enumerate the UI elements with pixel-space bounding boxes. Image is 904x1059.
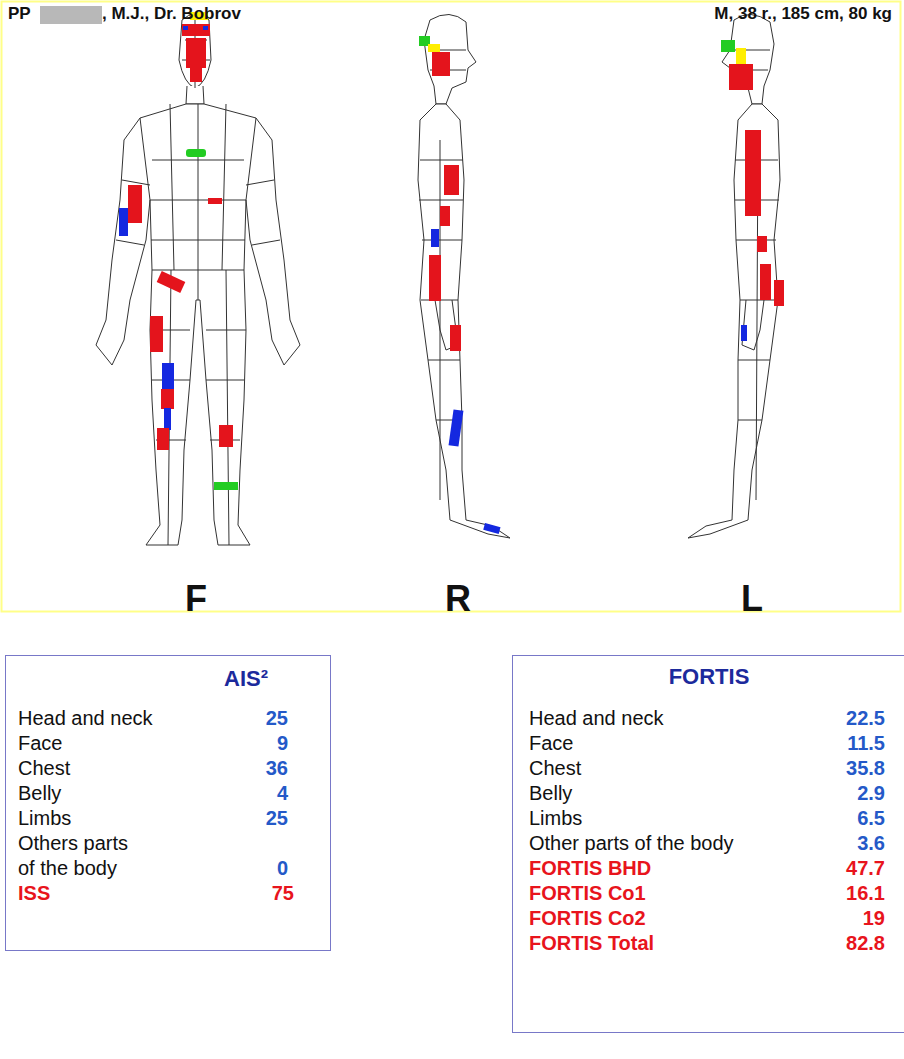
table-title: AIS² [224, 666, 268, 691]
table-cell: 75 [272, 881, 294, 906]
front-figure [96, 14, 300, 545]
frame [2, 2, 901, 612]
table-cell: 0 [277, 856, 288, 881]
ais-table-box: AIS²Head and neck25Face9Chest36Belly4Lim… [5, 655, 331, 951]
table-cell: FORTIS BHD [529, 856, 651, 881]
table-cell: 47.7 [846, 856, 885, 881]
table-cell: 36 [266, 756, 288, 781]
table-cell: Head and neck [18, 706, 153, 731]
table-cell: 82.8 [846, 931, 885, 956]
table-cell: FORTIS Co2 [529, 906, 646, 931]
right-injury-marks [419, 36, 501, 534]
table-cell: Belly [18, 781, 61, 806]
table-cell: Chest [18, 756, 70, 781]
header-text: M, 38 r., 185 cm, 80 kg [714, 4, 892, 24]
view-letter: R [445, 578, 471, 620]
table-cell: 25 [266, 706, 288, 731]
table-cell: Other parts of the body [529, 831, 734, 856]
table-cell: 11.5 [847, 731, 885, 756]
front-injury-marks [119, 12, 238, 490]
left-injury-marks [721, 40, 784, 341]
table-cell: FORTIS Total [529, 931, 654, 956]
table-cell: 25 [266, 806, 288, 831]
table-cell: 16.1 [846, 881, 885, 906]
table-cell: FORTIS Co1 [529, 881, 646, 906]
table-cell: Belly [529, 781, 572, 806]
table-cell: Face [529, 731, 573, 756]
left-side-figure [688, 14, 780, 538]
table-cell: Others parts of the body [18, 831, 148, 881]
table-cell: 19 [863, 906, 885, 931]
table-cell: 3.6 [857, 831, 885, 856]
table-cell: Face [18, 731, 62, 756]
fortis-table-box: FORTIS Head and neck 22.5Face 11.5Chest 35.8… [512, 655, 904, 1033]
table-cell: Limbs [529, 806, 582, 831]
table-cell: 22.5 [846, 706, 885, 731]
table-cell: 9 [277, 731, 288, 756]
blurred-name [40, 6, 102, 24]
view-letter: F [185, 578, 207, 620]
table-cell: 2.9 [857, 781, 885, 806]
right-side-figure [418, 14, 510, 538]
table-cell: ISS [18, 881, 50, 906]
table-cell: Chest [529, 756, 581, 781]
table-cell: Head and neck [529, 706, 664, 731]
table-cell: Limbs [18, 806, 71, 831]
view-letter: L [741, 578, 763, 620]
header-text: PP [8, 4, 31, 24]
table-cell: 35.8 [846, 756, 885, 781]
table-cell: 4 [277, 781, 288, 806]
header-text: , M.J., Dr. Bobrov [102, 4, 241, 24]
table-title: FORTIS [513, 664, 904, 689]
table-cell: 6.5 [857, 806, 885, 831]
